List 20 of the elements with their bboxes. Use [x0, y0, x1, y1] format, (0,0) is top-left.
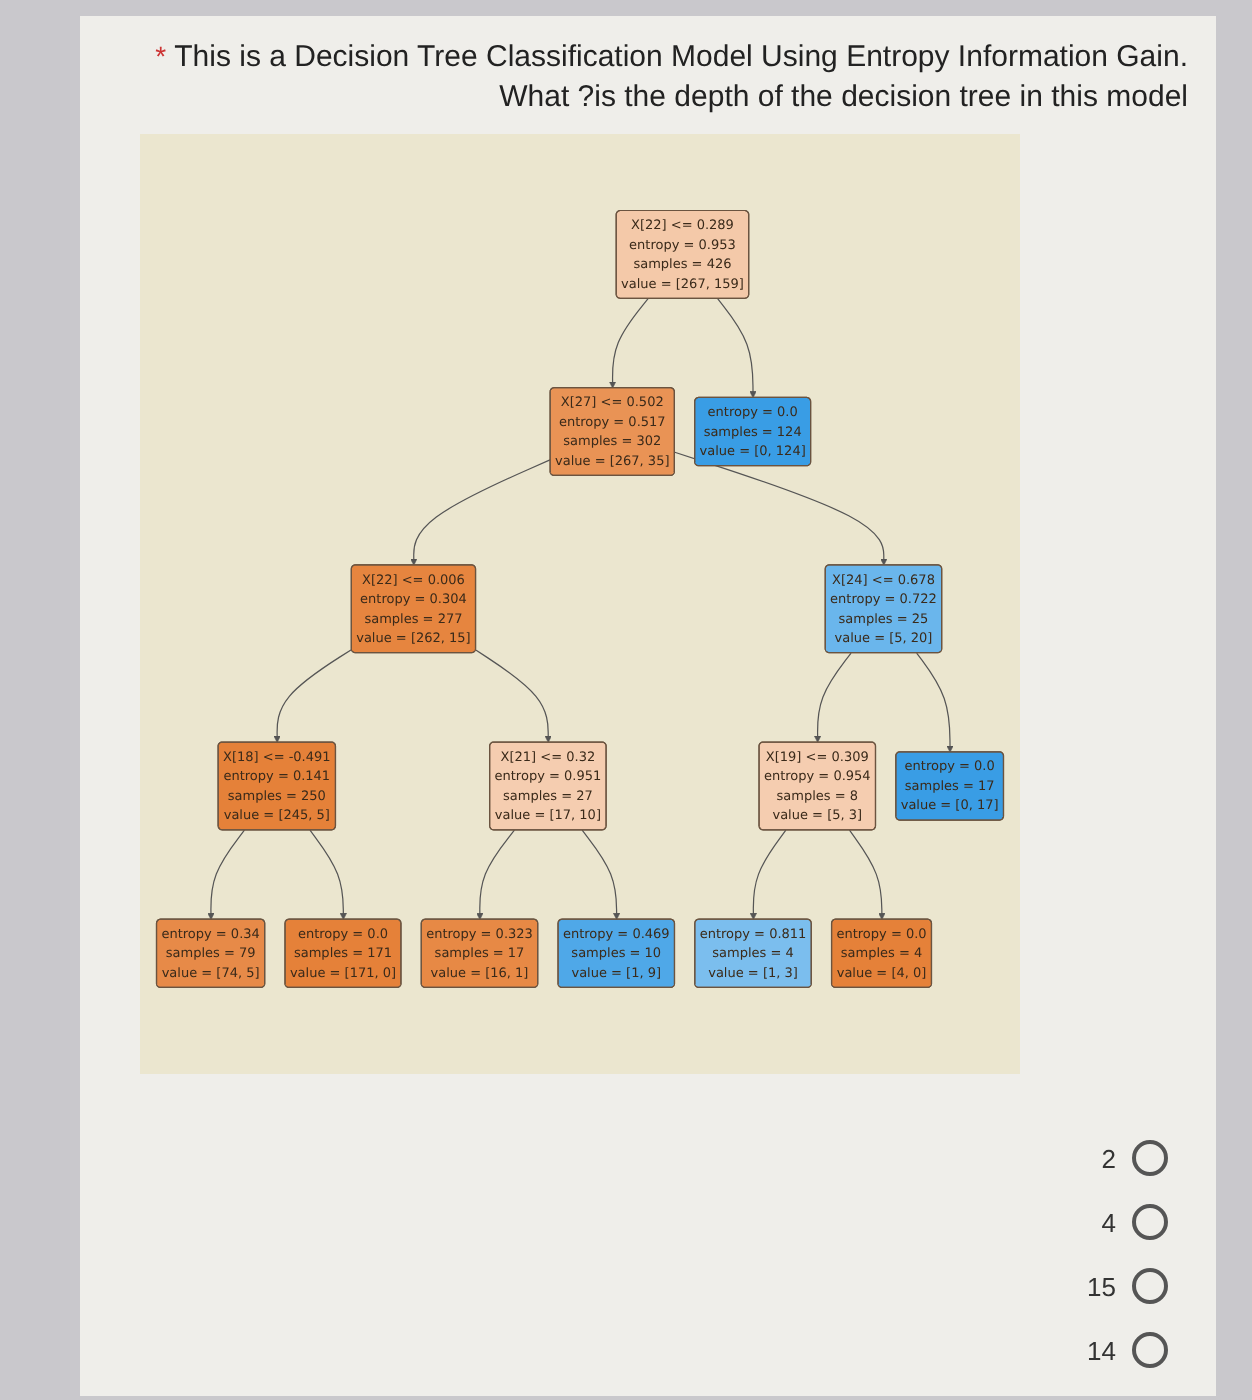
arrow [848, 829, 886, 920]
arrow [581, 829, 621, 920]
arrow [814, 652, 852, 743]
question-text: This is a Decision Tree Classification Model Using Entropy Information Gain. What ?is the depth of the decision tree in this model [174, 40, 1188, 114]
arrow [309, 829, 347, 920]
option-label: 15 [1087, 1271, 1116, 1301]
arrow [717, 298, 757, 399]
arrow [749, 829, 787, 920]
option-label: 14 [1087, 1335, 1116, 1365]
option-label: 2 [1101, 1143, 1116, 1173]
option-label: 4 [1101, 1207, 1116, 1237]
arrow [916, 652, 954, 753]
arrow [609, 298, 649, 389]
arrow [475, 649, 552, 743]
arrow [476, 829, 515, 920]
arrow [207, 829, 245, 920]
arrow [410, 459, 552, 566]
arrow [674, 451, 888, 566]
required-mark: * [155, 40, 167, 72]
arrow [273, 648, 353, 743]
